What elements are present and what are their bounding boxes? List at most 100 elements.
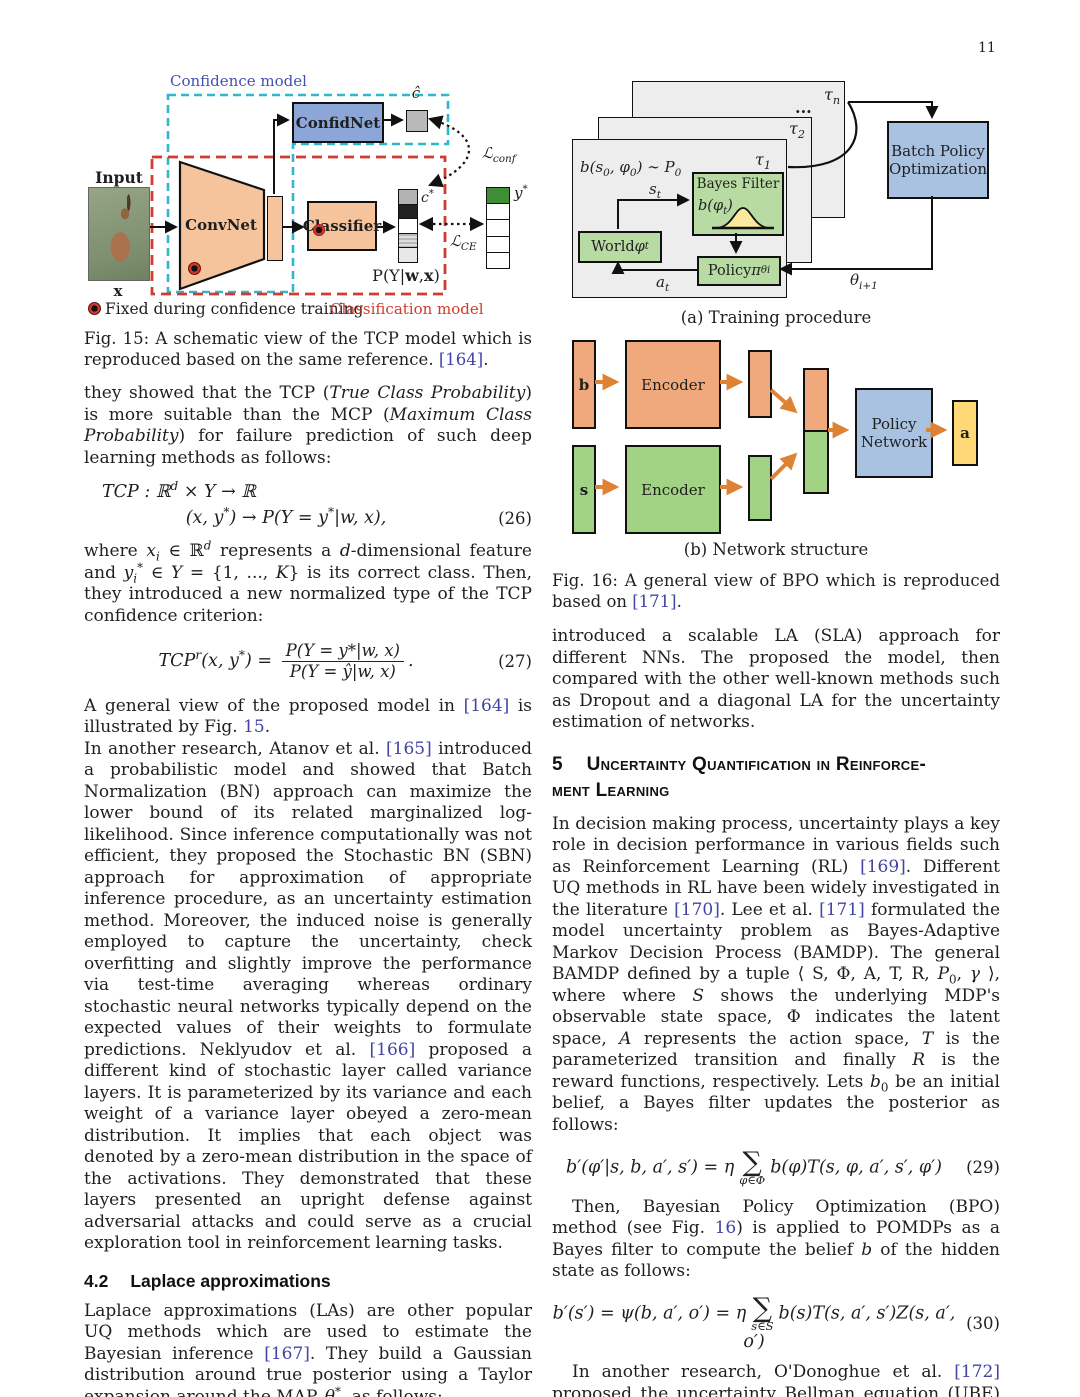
text-run: *	[335, 1383, 341, 1397]
text-run: t	[664, 282, 670, 294]
dots-label: ...	[795, 98, 812, 117]
text-run: *	[238, 647, 246, 662]
c-hat-box	[406, 110, 428, 132]
citation-link[interactable]: 16	[714, 1218, 737, 1238]
text-run: = {1, ...,	[182, 562, 276, 583]
text-run: P(Y|	[372, 266, 406, 285]
text-run: t	[723, 205, 728, 217]
equation-number: (29)	[966, 1158, 1000, 1178]
citation-link[interactable]: [164]	[463, 695, 510, 716]
text-run: × Y → ℝ	[178, 482, 256, 502]
fixed-dot-convnet-icon	[188, 262, 201, 275]
text-run: *	[137, 559, 144, 574]
citation-link[interactable]: 15	[243, 717, 265, 738]
initial-belief-label: b(s0, φ0) ∼ P0	[580, 158, 681, 179]
convnet-label: ConvNet	[185, 216, 257, 234]
p-y-wx-label: P(Y|w, x)	[346, 266, 466, 285]
gaussian-curve-icon	[712, 207, 774, 230]
text-run: TCP	[158, 650, 196, 671]
text-run: ∑s∈S	[751, 1292, 774, 1333]
text-run: *	[327, 505, 335, 520]
c-star-label: c*	[421, 189, 434, 206]
text-run: proposed the uncertainty Bellman equatio…	[552, 1383, 1000, 1397]
text-run: y	[123, 562, 134, 583]
citation-link[interactable]: [169]	[860, 856, 906, 877]
text-run: Maximum Class Probability	[84, 404, 533, 447]
text-run: *	[223, 505, 230, 520]
text-run: ) ∼ P	[636, 158, 675, 176]
text-run: where	[84, 541, 147, 561]
text-run: d	[339, 541, 351, 561]
text-run: .	[483, 350, 489, 369]
confidence-model-outline	[166, 93, 450, 294]
theta-i-plus-1-label: θi+1	[850, 271, 878, 291]
text-run: 2	[797, 128, 805, 142]
equation-number: (26)	[498, 508, 532, 528]
text-run: τ	[824, 85, 833, 104]
state-encoder-box: Encoder	[625, 445, 721, 534]
text-run: Policy	[707, 263, 752, 279]
equation-number: (27)	[498, 651, 532, 671]
bayes-filter-box: Bayes Filter b(φt)	[692, 172, 784, 236]
paragraph-sla: introduced a scalable LA (SLA) approach …	[552, 626, 1000, 734]
section-title-line1: Uncertainty Quantification in Reinforce-	[586, 753, 927, 775]
text-run: 0	[949, 972, 957, 987]
text-run: World	[591, 239, 635, 255]
text-run: w	[405, 266, 419, 285]
text-run: b′(φ′|s, b, a′, s′) = η	[566, 1157, 735, 1178]
text-run: A general view of the proposed model in	[84, 695, 464, 716]
policy-network-box: Policy Network	[855, 388, 933, 478]
text-run: ⟩, where where	[552, 964, 1000, 1006]
text-run: A	[619, 1028, 632, 1049]
text-run: τ	[789, 119, 798, 138]
citation-link[interactable]: [165]	[386, 738, 432, 759]
text-run: . They build a Gaussian distribution aro…	[84, 1343, 532, 1397]
citation-link[interactable]: [172]	[954, 1362, 1000, 1382]
page-number: 11	[978, 40, 996, 56]
citation-link[interactable]: [170]	[674, 899, 720, 920]
text-run: (x, y	[201, 650, 239, 671]
loss-conf-label: ℒconf	[482, 144, 516, 164]
figure-16b-caption: (b) Network structure	[683, 540, 869, 559]
text-run: represents the action space,	[631, 1028, 922, 1049]
text-run: φ	[634, 239, 645, 255]
citation-link[interactable]: [164]	[438, 350, 484, 369]
paragraph-tcp: they showed that the TCP (True Class Pro…	[84, 383, 532, 469]
text-run: b(s	[580, 158, 604, 176]
citation-link[interactable]: [171]	[632, 592, 677, 611]
left-column: Confidence model Input x ConvNet ConfidN…	[84, 72, 532, 1397]
ground-truth-bar	[486, 187, 510, 269]
citation-link[interactable]: [167]	[264, 1343, 310, 1364]
text-run: *	[522, 183, 528, 195]
state-input-bar: s	[572, 445, 596, 534]
text-run: θ	[850, 271, 860, 289]
text-run: θ	[324, 1386, 336, 1397]
legend-text: Fixed during confidence training	[105, 300, 364, 318]
citation-link[interactable]: [166]	[369, 1039, 416, 1060]
text-run: } is its correct class. Then, they intro…	[84, 562, 532, 626]
text-run: n	[832, 94, 841, 108]
text-run: P(Y = y*|w, x)P(Y = ŷ|w, x)	[281, 641, 404, 682]
text-run: a	[656, 273, 665, 291]
text-run: .	[407, 650, 414, 671]
belief-feature-bar	[748, 350, 772, 418]
text-run: s	[649, 180, 657, 198]
tau-2-label: τ2	[789, 119, 805, 142]
tau-n-label: τn	[824, 85, 841, 108]
text-run: 0	[603, 167, 610, 179]
section-title: Laplace approximations	[130, 1270, 331, 1291]
citation-link[interactable]: [171]	[819, 899, 865, 920]
text-run: Then, Bayesian Policy Optimization (BPO)…	[552, 1196, 1000, 1239]
input-x-label: x	[113, 282, 123, 300]
text-run: 1	[763, 159, 771, 173]
text-run: ℒ	[482, 144, 493, 162]
convnet-shape	[178, 160, 266, 291]
feature-vector-bar	[267, 196, 283, 261]
text-run: ,	[418, 266, 425, 285]
section-number: 5	[552, 753, 563, 775]
text-run: τ	[755, 150, 764, 169]
text-run: π	[751, 263, 761, 279]
text-run: i	[133, 570, 138, 585]
